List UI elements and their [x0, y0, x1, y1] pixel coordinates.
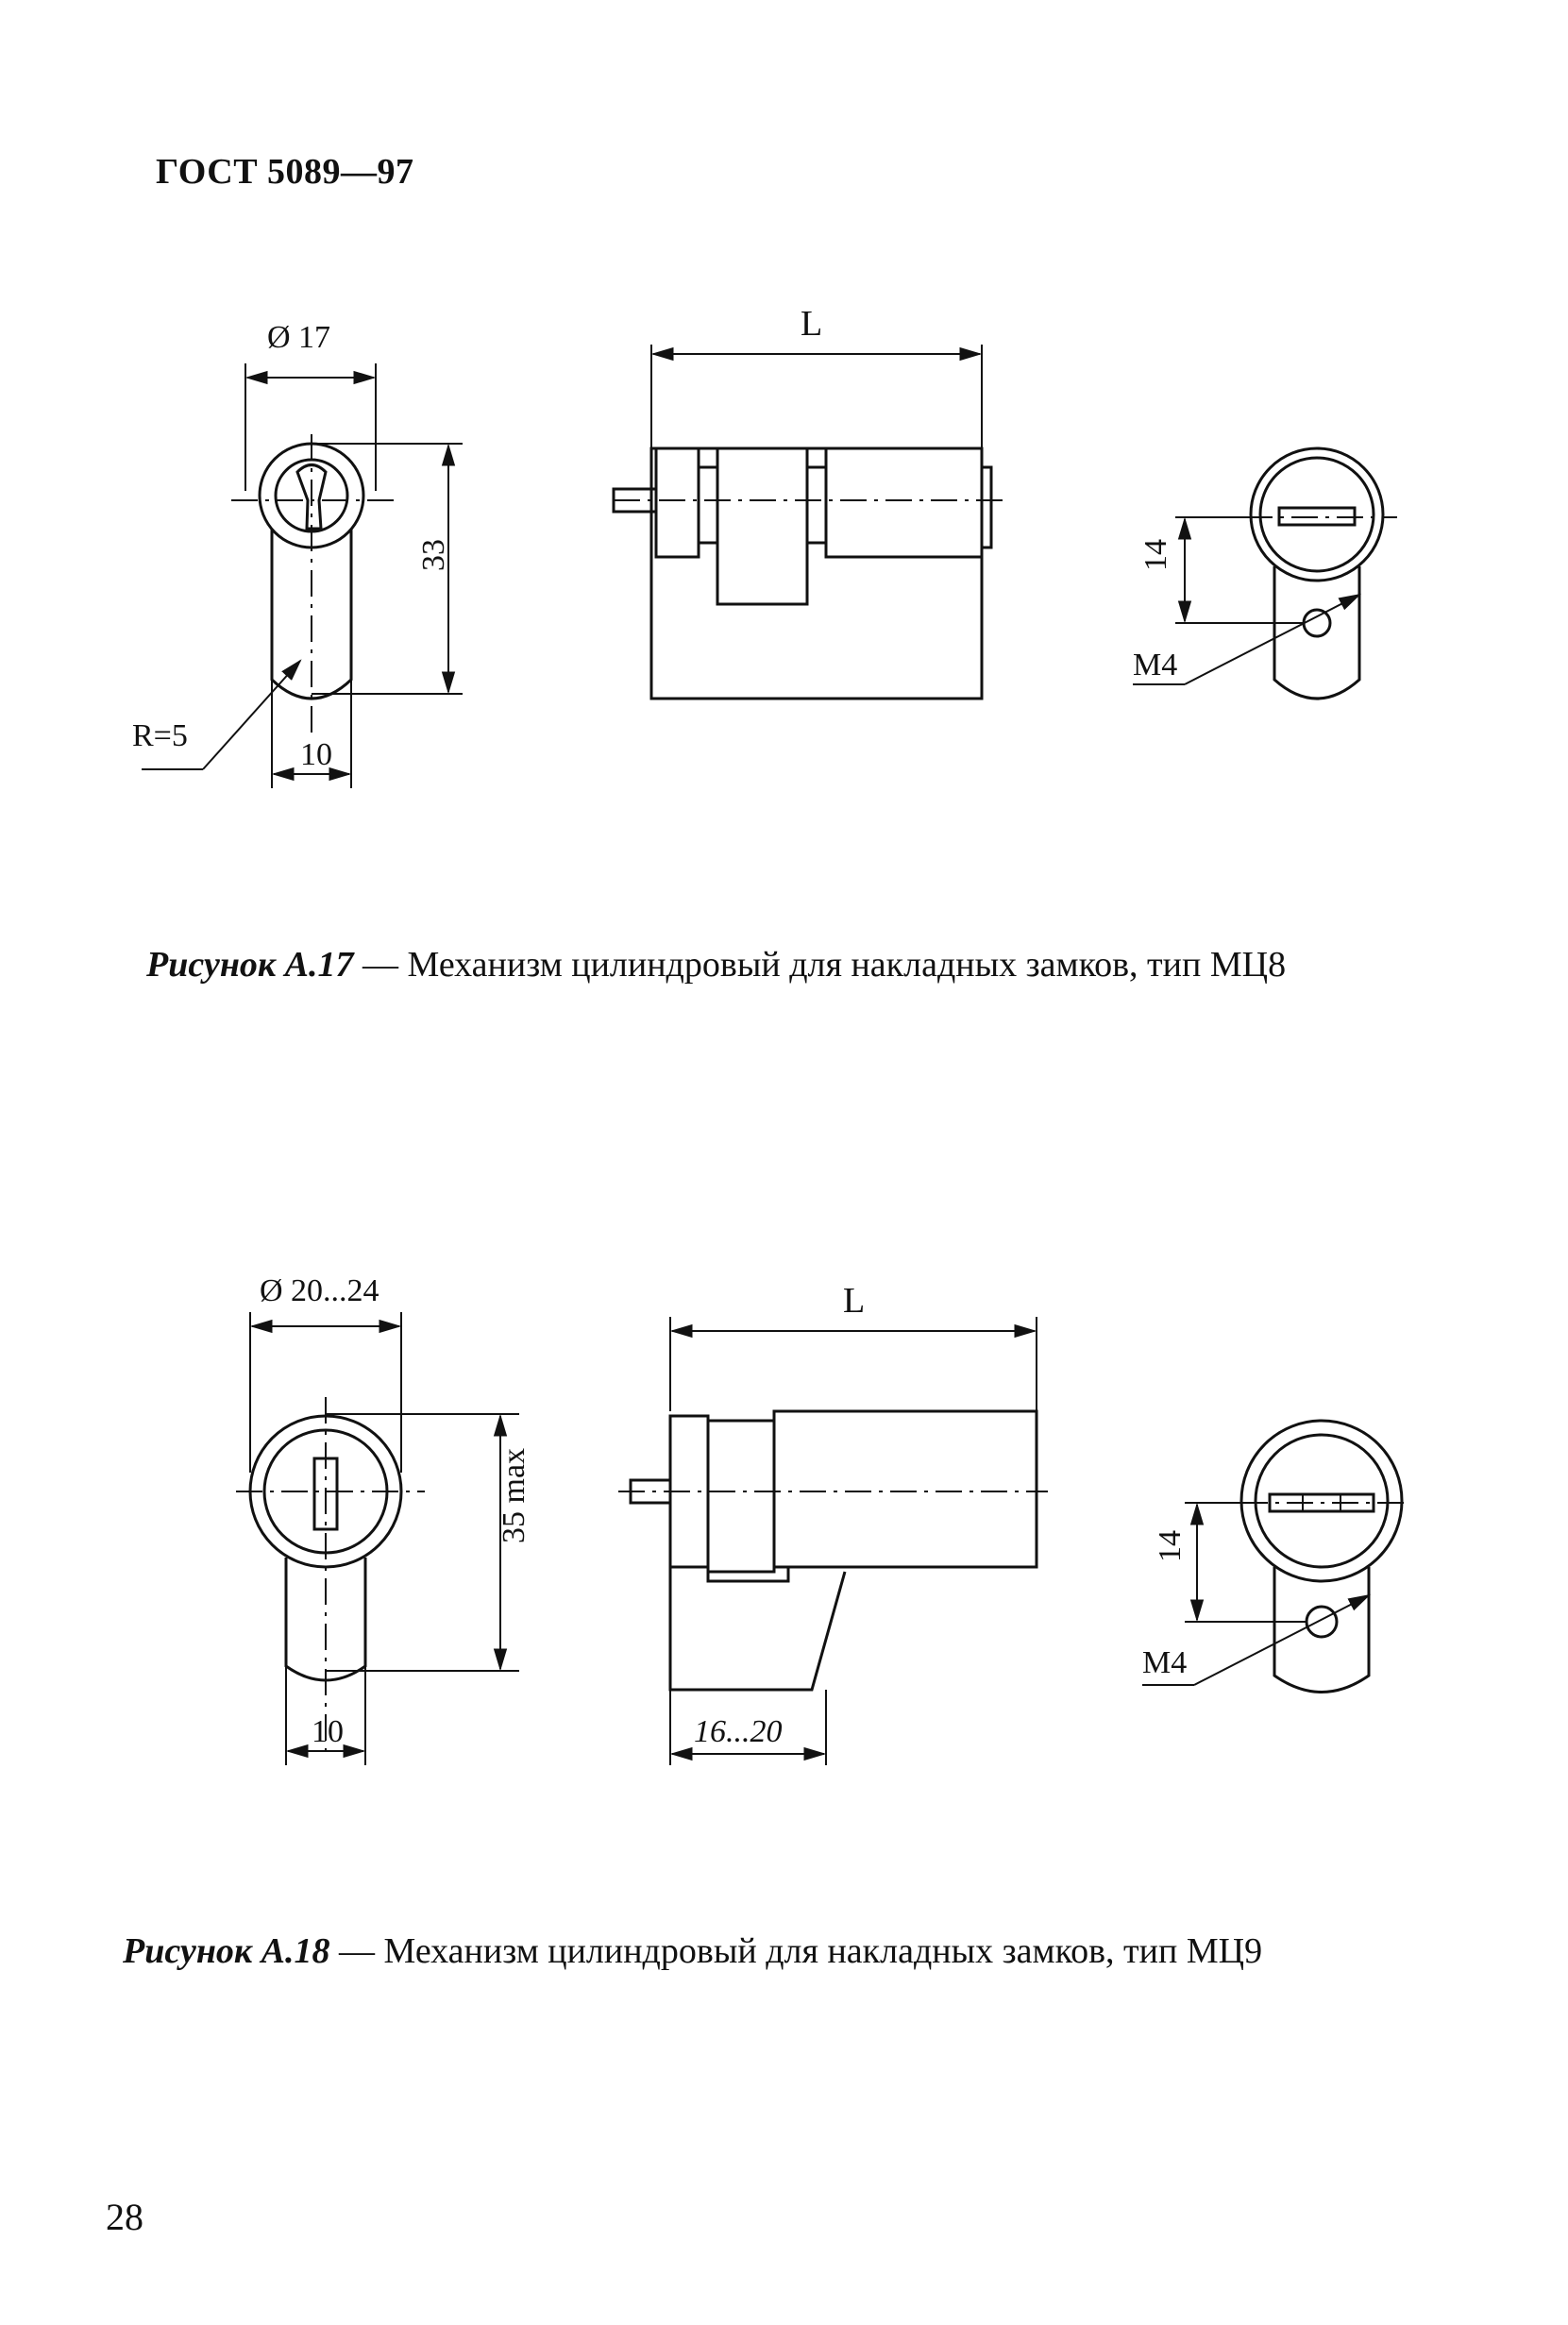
a18-dim-height: 35 max	[497, 1448, 531, 1543]
a18-dim-flange: 16...20	[694, 1714, 783, 1749]
document-header: ГОСТ 5089—97	[156, 152, 414, 192]
a18-dim-diameter: Ø 20...24	[260, 1273, 379, 1308]
a18-dim-width: 10	[312, 1714, 344, 1749]
a17-dim-thread: M4	[1133, 648, 1177, 682]
a17-dim-width: 10	[300, 737, 332, 772]
figure-a17-caption: Рисунок А.17 — Механизм цилиндровый для …	[146, 944, 1286, 986]
a17-dim-offset: 14	[1138, 539, 1173, 571]
a17-dim-diameter: Ø 17	[267, 320, 330, 355]
figure-a18-label: Рисунок А.18	[123, 1931, 330, 1971]
a17-dim-radius: R=5	[132, 718, 188, 753]
figure-a17-label: Рисунок А.17	[146, 945, 354, 985]
figure-a17-front-view	[142, 363, 463, 788]
page-number: 28	[106, 2196, 143, 2238]
figure-a18-side-view	[618, 1317, 1048, 1765]
figure-a18-front-view	[236, 1312, 519, 1765]
figure-a18-back-view	[1142, 1419, 1407, 1693]
figure-a18-caption: Рисунок А.18 — Механизм цилиндровый для …	[123, 1930, 1262, 1972]
figure-a18-title: — Механизм цилиндровый для накладных зам…	[329, 1931, 1263, 1971]
a18-dim-offset: 14	[1153, 1530, 1188, 1562]
figure-a17-side-view	[612, 345, 1010, 700]
a18-dim-thread: M4	[1142, 1645, 1187, 1680]
a17-dim-height: 33	[416, 539, 451, 571]
a17-dim-length: L	[801, 304, 822, 344]
a18-dim-length: L	[843, 1281, 865, 1321]
figure-a17-title: — Механизм цилиндровый для накладных зам…	[353, 945, 1287, 985]
figure-a17-back-view	[1133, 446, 1397, 700]
